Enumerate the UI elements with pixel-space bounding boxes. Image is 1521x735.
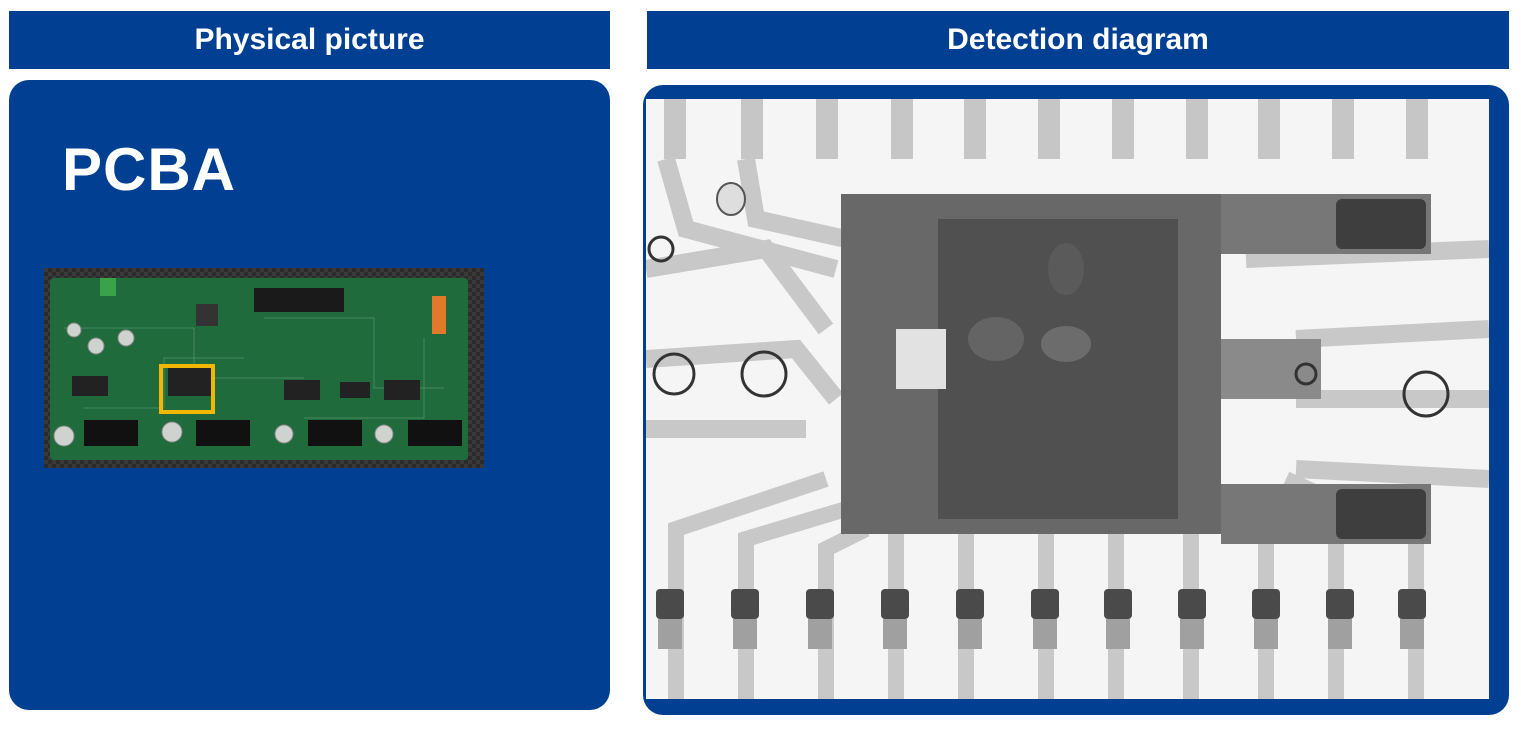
pcb-board-photo — [44, 268, 484, 468]
physical-picture-title: Physical picture — [194, 23, 425, 56]
detection-diagram-panel — [643, 85, 1509, 715]
pcba-title: PCBA — [62, 136, 237, 203]
detection-diagram-title: Detection diagram — [947, 23, 1209, 56]
detection-diagram-header: Detection diagram — [647, 11, 1509, 69]
physical-picture-panel: PCBA — [9, 80, 610, 710]
xray-chip-image — [646, 99, 1489, 699]
physical-picture-header: Physical picture — [9, 11, 610, 69]
xray-image-frame — [646, 99, 1489, 699]
